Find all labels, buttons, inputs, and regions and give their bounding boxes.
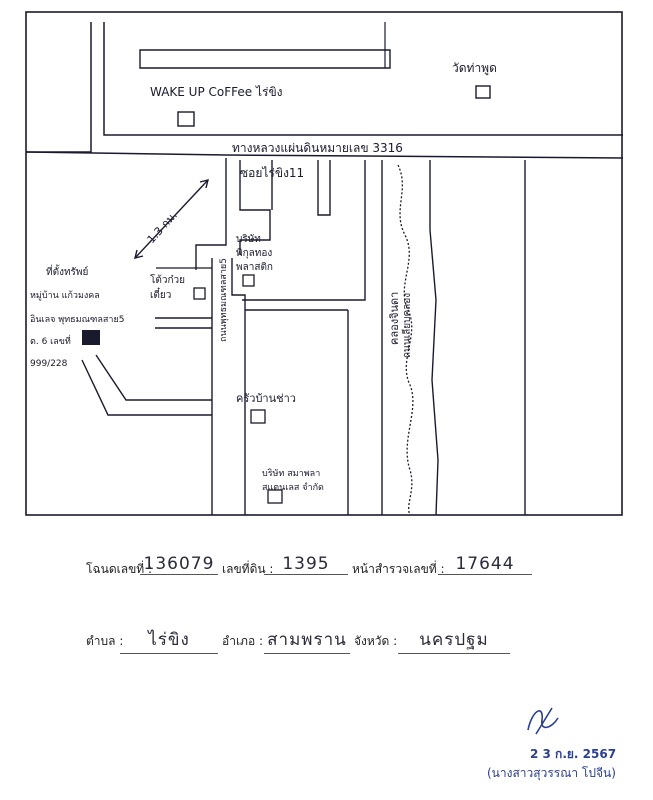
temple-label: วัดท่าพูด xyxy=(452,61,497,76)
soi-east-edge xyxy=(239,160,271,255)
deed-no-value: 136079 xyxy=(140,554,218,575)
noodle-label-1: โต้วก๋วย xyxy=(150,273,185,286)
village-lane-outer xyxy=(81,359,212,416)
land-no-label: เลขที่ดิน : xyxy=(222,562,274,576)
left-vertical-road xyxy=(26,22,92,153)
side-road-east xyxy=(231,258,246,515)
location-label-2: หมู่บ้าน แก้วมงคล xyxy=(30,290,100,301)
highway-south-edge xyxy=(25,151,624,159)
map-frame xyxy=(25,11,623,516)
kitchen-marker xyxy=(250,409,266,424)
company2-marker xyxy=(267,489,283,504)
survey-page-value: 17644 xyxy=(438,554,532,575)
location-map: WAKE UP CoFFee ไร่ขิง วัดท่าพูด ทางหลวงแ… xyxy=(25,11,624,516)
kitchen-label: ครัวบ้านช่าว xyxy=(236,392,296,405)
stamp-date: 2 3 ก.ย. 2567 xyxy=(530,747,617,761)
distance-label: 1.3 กม. xyxy=(145,209,180,246)
deed-no-label: โฉนดเลขที่ : xyxy=(86,562,153,576)
province-value: นครปฐม xyxy=(398,626,510,654)
canal-label: คลองจินดา xyxy=(388,292,401,345)
block-east-edge xyxy=(242,160,366,301)
signature-mark xyxy=(527,707,559,735)
temple-marker xyxy=(475,85,491,99)
noodle-shop-marker xyxy=(193,287,206,300)
province-label: จังหวัด : xyxy=(354,634,398,648)
short-lane xyxy=(317,160,331,216)
distance-arrow xyxy=(134,179,209,259)
canal-east-edge xyxy=(429,160,439,516)
company2-label-2: สแตนเลส จำกัด xyxy=(262,482,324,493)
soi-label: ซอยไร่ขิง11 xyxy=(240,166,304,180)
company1-marker xyxy=(242,274,255,287)
location-label-1: ที่ตั้งทรัพย์ xyxy=(46,264,88,278)
canal-line xyxy=(397,164,414,516)
village-lane-inner xyxy=(95,354,212,401)
property-marker xyxy=(82,330,100,345)
company1-label-1: บริษัท xyxy=(236,234,261,245)
subdistrict-label: ตำบล : xyxy=(86,634,124,648)
cafe-road xyxy=(139,49,391,69)
noodle-label-2: เตี๋ยว xyxy=(150,287,171,301)
company1-label-3: พลาสติก xyxy=(236,262,273,273)
subdistrict-value: ไร่ขิง xyxy=(120,626,218,654)
land-no-value: 1395 xyxy=(264,554,348,575)
side-road-label: ถนนพุทธมณฑลสาย5 xyxy=(219,258,229,342)
company2-label-1: บริษัท สมาพลา xyxy=(262,468,320,479)
location-label-5: 999/228 xyxy=(30,359,68,369)
district-value: สามพราน xyxy=(264,626,350,654)
cafe-label: WAKE UP CoFFee ไร่ขิง xyxy=(150,85,283,99)
company1-label-2: พิกุลทอง xyxy=(236,248,272,259)
highway-label: ทางหลวงแผ่นดินหมายเลข 3316 xyxy=(232,141,403,155)
district-label: อำเภอ : xyxy=(222,634,264,648)
survey-page-label: หน้าสำรวจเลขที่ : xyxy=(352,562,445,576)
canal-road-label: ถนนเลียบคลอง xyxy=(401,293,413,358)
stamp-name: (นางสาวสุวรรณา โปจีน) xyxy=(487,766,616,780)
highway-north-edge xyxy=(103,22,623,136)
cafe-marker xyxy=(177,111,195,127)
soi-west-edge xyxy=(195,158,227,270)
location-label-3: อินเลจ พุทธมณฑลสาย5 xyxy=(30,314,124,325)
location-label-4: ต. 6 เลขที่ xyxy=(30,334,71,347)
